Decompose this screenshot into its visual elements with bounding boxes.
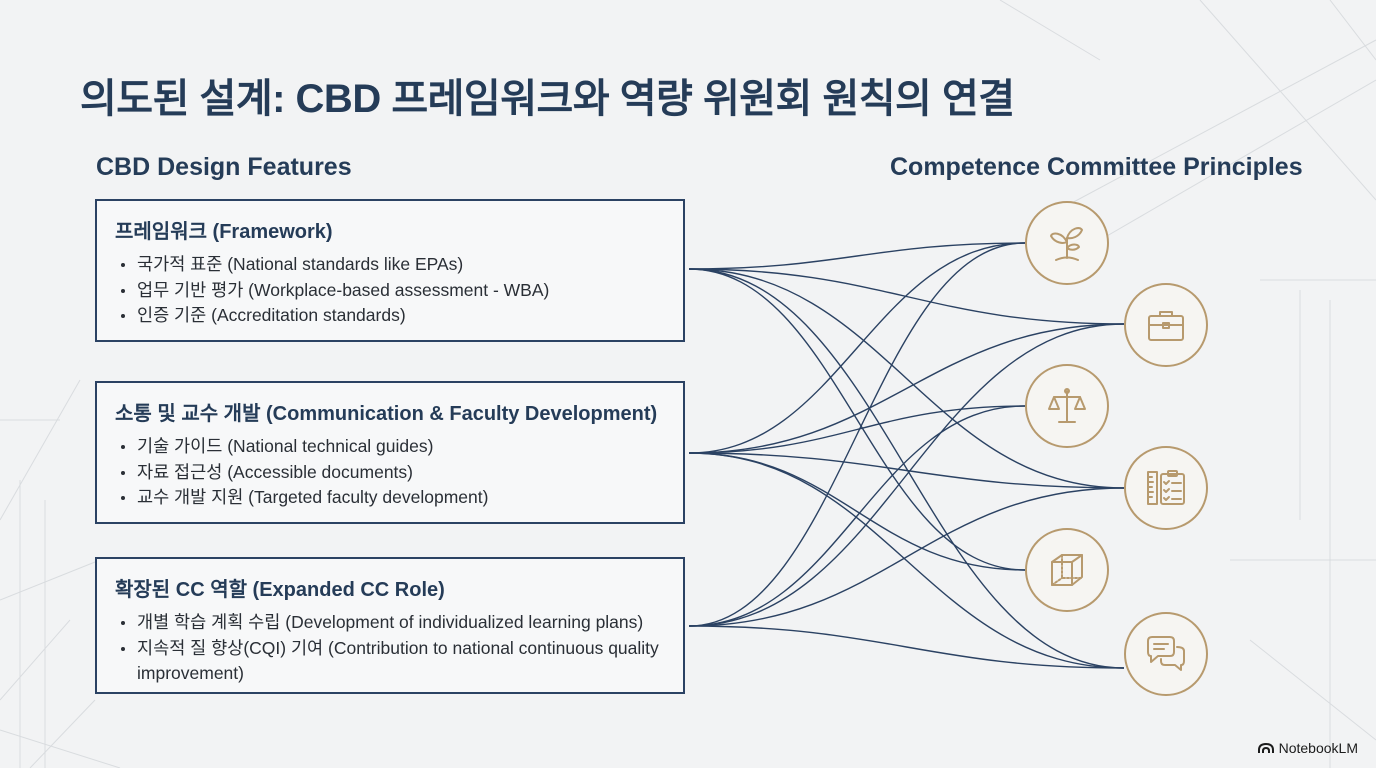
briefcase-icon	[1124, 283, 1208, 367]
feature-box-title: 소통 및 교수 개발 (Communication & Faculty Deve…	[115, 403, 658, 425]
right-column-heading: Competence Committee Principles	[890, 153, 1303, 181]
list-item: 지속적 질 향상(CQI) 기여 (Contribution to nation…	[115, 636, 665, 687]
list-item: 국가적 표준 (National standards like EPAs)	[115, 252, 665, 278]
connection-line	[688, 242, 1026, 454]
left-column-heading: CBD Design Features	[96, 153, 352, 181]
connection-line	[688, 625, 1125, 669]
connection-line	[688, 452, 1026, 571]
page-title: 의도된 설계: CBD 프레임워크와 역량 위원회 원칙의 연결	[80, 77, 1015, 121]
checklist-ruler-icon	[1124, 446, 1208, 530]
cube-icon	[1025, 528, 1109, 612]
feature-list: 국가적 표준 (National standards like EPAs) 업무…	[115, 252, 665, 329]
list-item: 자료 접근성 (Accessible documents)	[115, 460, 665, 486]
connection-line	[688, 452, 1125, 489]
connection-line	[688, 268, 1125, 669]
feature-box-communication: 소통 및 교수 개발 (Communication & Faculty Deve…	[95, 381, 685, 524]
feature-box-expanded-cc-role: 확장된 CC 역할 (Expanded CC Role) 개별 학습 계획 수립…	[95, 557, 685, 694]
notebooklm-logo-icon	[1257, 742, 1274, 753]
feature-list: 개별 학습 계획 수립 (Development of individualiz…	[115, 610, 665, 687]
list-item: 기술 가이드 (National technical guides)	[115, 434, 665, 460]
connection-line	[688, 268, 1125, 325]
connection-line	[688, 405, 1026, 454]
brand-label: NotebookLM	[1278, 740, 1358, 756]
feature-box-framework: 프레임워크 (Framework) 국가적 표준 (National stand…	[95, 199, 685, 342]
connection-line	[688, 487, 1125, 627]
brand-watermark: NotebookLM	[1257, 740, 1358, 756]
connection-line	[688, 323, 1125, 627]
speech-bubbles-icon	[1124, 612, 1208, 696]
sprout-icon	[1025, 201, 1109, 285]
connection-line	[688, 268, 1026, 571]
feature-box-title: 프레임워크 (Framework)	[115, 221, 333, 243]
connection-line	[688, 242, 1026, 627]
connection-line	[688, 268, 1125, 489]
connection-line	[688, 452, 1125, 669]
list-item: 개별 학습 계획 수립 (Development of individualiz…	[115, 610, 665, 636]
list-item: 인증 기준 (Accreditation standards)	[115, 303, 665, 329]
feature-list: 기술 가이드 (National technical guides) 자료 접근…	[115, 434, 665, 511]
connection-line	[688, 242, 1026, 270]
connection-line	[688, 405, 1026, 627]
scales-icon	[1025, 364, 1109, 448]
feature-box-title: 확장된 CC 역할 (Expanded CC Role)	[115, 579, 445, 601]
list-item: 교수 개발 지원 (Targeted faculty development)	[115, 485, 665, 511]
list-item: 업무 기반 평가 (Workplace-based assessment - W…	[115, 278, 665, 304]
connection-line	[688, 323, 1125, 454]
